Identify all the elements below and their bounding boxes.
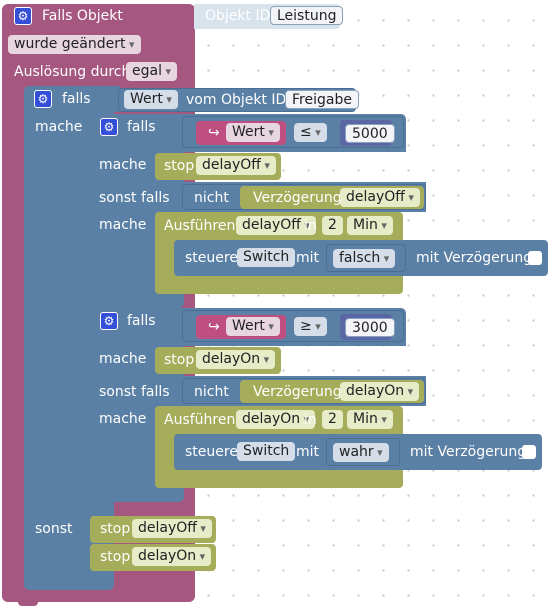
else-stop-label-1: stop: [100, 521, 131, 537]
if1-falls-label: falls: [127, 119, 156, 135]
from-object-label: vom Objekt ID: [186, 92, 287, 108]
if1-mache2-label: mache: [99, 217, 147, 233]
if1-nicht-label: nicht: [194, 190, 229, 206]
if2-control-label: steuere: [185, 444, 238, 460]
if1-sonstfalls-label: sonst falls: [99, 190, 170, 206]
else-stop-timer-dropdown-1[interactable]: delayOff: [132, 519, 212, 538]
if1-mache-label: mache: [99, 157, 147, 173]
outer-if-falls-label: falls: [62, 91, 91, 107]
if1-run-timer-dropdown[interactable]: delayOff: [236, 216, 316, 235]
else-stop-timer-dropdown-2[interactable]: delayOn: [132, 547, 212, 566]
if1-control-label: steuere: [185, 250, 238, 266]
trigger-title: Falls Objekt: [42, 8, 123, 24]
outer-if-gear-icon[interactable]: ⚙: [34, 90, 52, 108]
freigabe-object-field[interactable]: Freigabe: [285, 90, 359, 109]
if2-number-input[interactable]: 3000: [345, 318, 395, 337]
if2-in-label: in: [304, 412, 317, 428]
if2-control-target[interactable]: Switch: [237, 442, 296, 461]
if2-mit-label: mit: [296, 444, 320, 460]
if2-variable-icon: ↪: [208, 319, 220, 335]
if2-unit-dropdown[interactable]: Min: [347, 410, 393, 429]
if1-delay-timer-dropdown[interactable]: delayOff: [340, 188, 420, 207]
if2-falls-label: falls: [127, 313, 156, 329]
object-id-field[interactable]: Leistung: [270, 6, 344, 25]
if1-with-delay-label: mit Verzögerung: [416, 250, 533, 266]
settings-gear-icon[interactable]: ⚙: [14, 7, 32, 25]
if1-bottom: [90, 296, 184, 308]
if2-stop-label: stop: [164, 352, 195, 368]
if2-mache2-label: mache: [99, 411, 147, 427]
if1-delay-label: Verzögerung: [253, 190, 342, 206]
if1-unit-dropdown[interactable]: Min: [347, 216, 393, 235]
outer-if-sonst-label: sonst: [35, 521, 73, 537]
if2-gear-icon[interactable]: ⚙: [100, 312, 118, 330]
if2-mache-label: mache: [99, 351, 147, 367]
if1-number-input[interactable]: 5000: [345, 124, 395, 143]
if2-bool-dropdown[interactable]: wahr: [333, 443, 389, 462]
if1-stop-label: stop: [164, 158, 195, 174]
if1-stop-timer-dropdown[interactable]: delayOff: [196, 156, 276, 175]
if1-run-label: Ausführen: [164, 218, 236, 234]
if1-operator-dropdown[interactable]: ≤: [294, 123, 327, 142]
if1-control-target[interactable]: Switch: [237, 248, 296, 267]
trigger-block-bottom-tab: [18, 598, 38, 606]
object-id-label: Objekt ID: [205, 8, 271, 24]
if2-nicht-label: nicht: [194, 384, 229, 400]
if2-in-value[interactable]: 2: [322, 410, 343, 429]
if2-operator-dropdown[interactable]: ≥: [294, 317, 327, 336]
if1-variable-dropdown[interactable]: Wert: [226, 123, 280, 142]
if1-in-label: in: [304, 218, 317, 234]
if2-delay-label: Verzögerung: [253, 384, 342, 400]
if1-mit-label: mit: [296, 250, 320, 266]
if2-sonstfalls-label: sonst falls: [99, 384, 170, 400]
condition-dropdown[interactable]: wurde geändert: [8, 35, 141, 54]
if2-with-delay-label: mit Verzögerung: [410, 444, 527, 460]
value-dropdown[interactable]: Wert: [124, 90, 178, 109]
if1-in-value[interactable]: 2: [322, 216, 343, 235]
else-stop-label-2: stop: [100, 549, 131, 565]
if1-bool-dropdown[interactable]: falsch: [333, 249, 396, 268]
if2-bottom: [90, 490, 184, 502]
if2-run-timer-dropdown[interactable]: delayOn: [236, 410, 316, 429]
object-id-connector: [186, 9, 192, 23]
if1-gear-icon[interactable]: ⚙: [100, 118, 118, 136]
if2-with-delay-checkbox[interactable]: [522, 445, 536, 459]
trigger-mode-dropdown[interactable]: egal: [126, 62, 177, 81]
trigger-mode-label: Auslösung durch: [14, 64, 131, 80]
if2-stop-timer-dropdown[interactable]: delayOn: [196, 350, 276, 369]
if2-run-label: Ausführen: [164, 412, 236, 428]
if2-variable-dropdown[interactable]: Wert: [226, 317, 280, 336]
if1-with-delay-checkbox[interactable]: [528, 251, 542, 265]
if2-delay-timer-dropdown[interactable]: delayOn: [340, 382, 420, 401]
outer-if-mache-label: mache: [35, 119, 83, 135]
if1-variable-icon: ↪: [208, 125, 220, 141]
